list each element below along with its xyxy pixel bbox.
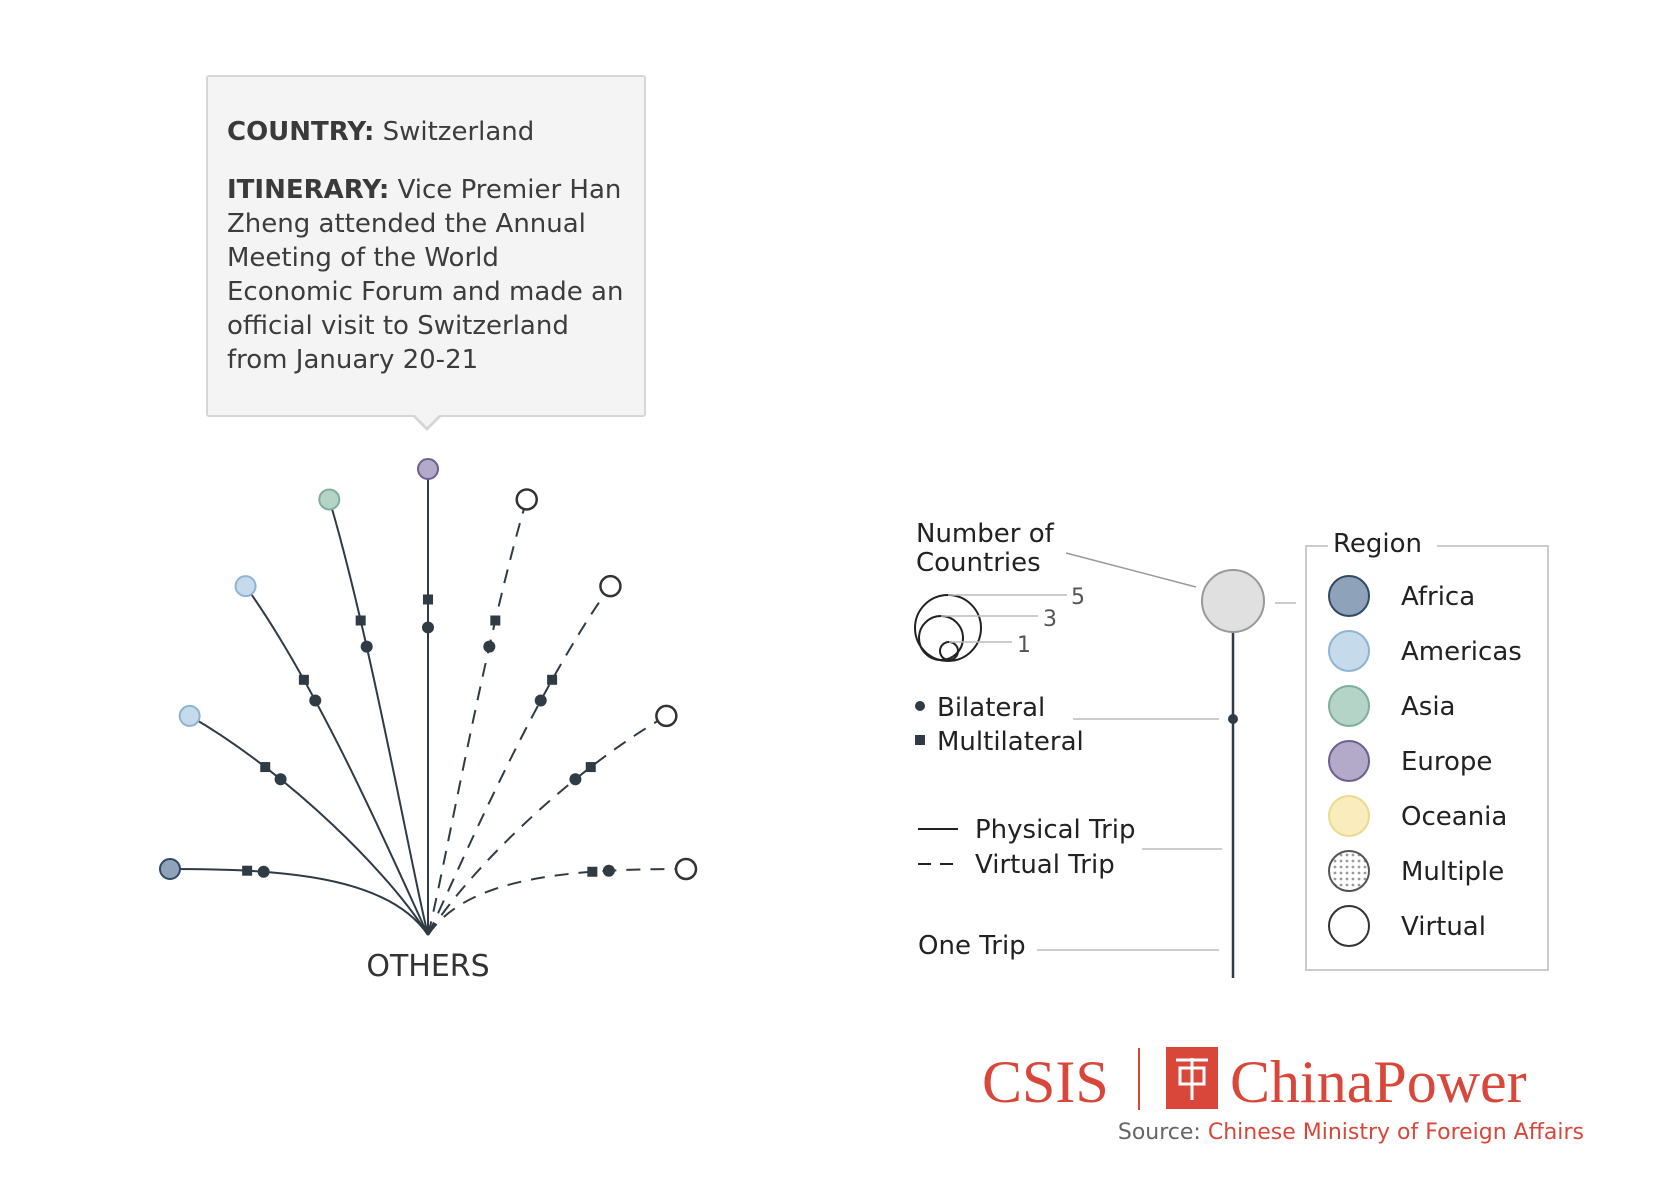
tooltip-itinerary-value: Vice Premier Han Zheng attended the Annu… [227, 175, 624, 375]
tooltip-country-value: Switzerland [382, 117, 535, 147]
marker-legend: Bilateral Multilateral Physical Trip Vir… [915, 693, 1136, 961]
legend-physical: Physical Trip [975, 815, 1136, 845]
country-node[interactable] [159, 858, 181, 880]
country-node[interactable] [599, 574, 622, 598]
multilateral-marker [298, 674, 309, 685]
country-node[interactable] [674, 857, 698, 881]
root-label: OTHERS [366, 949, 489, 984]
region-label-asia: Asia [1401, 692, 1456, 722]
bilateral-marker [274, 773, 287, 786]
size-legend-title-1: Number of [916, 519, 1055, 549]
multilateral-marker [355, 615, 366, 626]
region-label-virtual: Virtual [1401, 912, 1486, 942]
trip-tooltip: COUNTRY: Switzerland ITINERARY: Vice Pre… [206, 75, 646, 417]
multilateral-marker [587, 866, 598, 877]
logo-csis: CSIS [982, 1049, 1109, 1115]
size-legend-title-2: Countries [916, 548, 1041, 578]
country-node[interactable] [234, 575, 257, 598]
multilateral-marker [547, 674, 558, 685]
trip-branch [244, 585, 429, 936]
legend-multilateral: Multilateral [937, 727, 1084, 757]
bilateral-marker [422, 621, 434, 634]
trip-branch [328, 499, 429, 936]
multilateral-marker [585, 762, 596, 773]
tooltip-itinerary: ITINERARY: Vice Premier Han Zheng attend… [227, 173, 624, 377]
country-node[interactable] [417, 458, 439, 480]
legend-virtual: Virtual Trip [975, 850, 1115, 880]
bilateral-marker [309, 694, 322, 707]
multilateral-marker [423, 594, 433, 605]
trip-branch [427, 499, 528, 936]
tooltip-itinerary-label: ITINERARY: [227, 175, 390, 205]
source-value: Chinese Ministry of Foreign Affairs [1207, 1120, 1584, 1145]
country-node[interactable] [178, 704, 201, 727]
example-node [1201, 569, 1265, 633]
bilateral-marker [602, 864, 615, 877]
region-legend-title: Region [1333, 529, 1422, 559]
bilateral-marker [534, 694, 547, 707]
bilateral-marker [483, 640, 496, 653]
trip-branch [427, 868, 687, 936]
size-label-3: 3 [1043, 607, 1057, 632]
size-label-1: 1 [1017, 633, 1031, 658]
multilateral-square-icon [915, 735, 925, 745]
size-legend: Number of Countries 5 3 1 [914, 519, 1197, 662]
legend-one-trip: One Trip [918, 931, 1026, 961]
tooltip-country-label: COUNTRY: [227, 117, 375, 147]
tooltip-country: COUNTRY: Switzerland [227, 115, 624, 149]
region-label-europe: Europe [1401, 747, 1492, 777]
csis-chinapower-logo: CSIS ChinaPower [982, 1047, 1527, 1115]
logo-chinapower: ChinaPower [1230, 1049, 1527, 1115]
multilateral-marker [490, 615, 501, 626]
region-swatch-multiple [1328, 850, 1370, 892]
region-swatch-asia [1328, 685, 1370, 727]
region-swatch-africa [1328, 575, 1370, 617]
size-circle-1 [939, 641, 959, 661]
region-swatch-europe [1328, 740, 1370, 782]
country-node[interactable] [515, 488, 538, 511]
region-swatch-oceania [1328, 795, 1370, 837]
bilateral-marker [569, 773, 582, 786]
bilateral-marker [257, 865, 270, 878]
country-node[interactable] [318, 488, 341, 511]
legend-bilateral: Bilateral [937, 693, 1045, 723]
region-label-multiple: Multiple [1401, 857, 1504, 887]
bilateral-dot-icon [915, 701, 925, 711]
trip-branch [427, 715, 667, 936]
multilateral-marker [260, 762, 271, 773]
region-legend: Region AfricaAmericasAsiaEuropeOceaniaMu… [1305, 529, 1549, 971]
bilateral-marker [360, 640, 373, 653]
size-circle-5 [914, 594, 982, 662]
size-label-5: 5 [1071, 585, 1085, 610]
region-swatch-americas [1328, 630, 1370, 672]
trip-branch [427, 585, 612, 936]
region-label-oceania: Oceania [1401, 802, 1507, 832]
source-label: Source: [1117, 1120, 1201, 1145]
example-bilateral-dot [1228, 714, 1238, 724]
region-label-africa: Africa [1401, 582, 1475, 612]
trip-branch [189, 715, 429, 936]
trip-tree [159, 458, 698, 936]
multilateral-marker [242, 865, 253, 876]
anatomy-example [1037, 569, 1296, 978]
region-swatch-virtual [1328, 905, 1370, 947]
source-note: Source: Chinese Ministry of Foreign Affa… [1118, 1120, 1584, 1145]
trip-branch [169, 868, 429, 936]
region-label-americas: Americas [1401, 637, 1522, 667]
country-node[interactable] [655, 704, 678, 728]
